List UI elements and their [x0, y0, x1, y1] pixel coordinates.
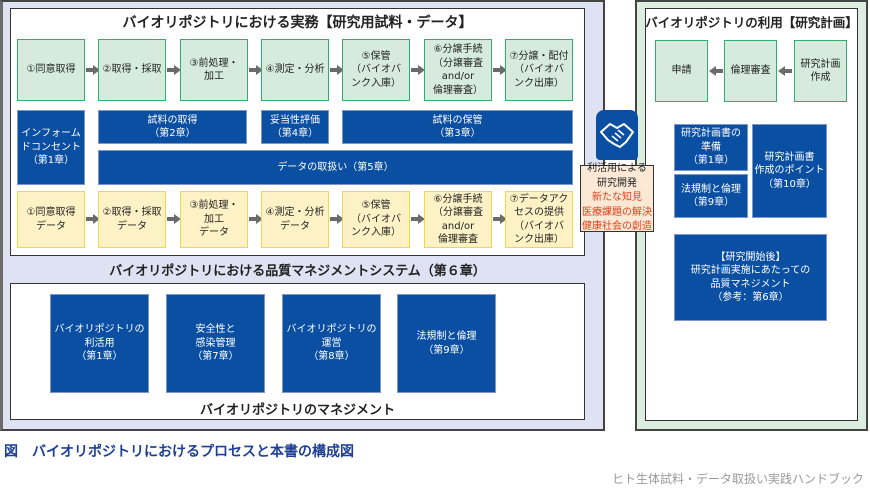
management-operation[interactable]: バイオリポジトリの 運営 （第8章） — [282, 294, 381, 393]
plan-step-application: 申請 — [655, 40, 708, 102]
handshake-icon — [596, 110, 638, 160]
chapter-data-handling[interactable]: データの取扱い（第5章） — [98, 150, 573, 185]
outcome-new-knowledge: 新たな知見 — [592, 192, 642, 204]
data-step-5: ⑤保管 （バイオバ ンク入庫） — [342, 191, 410, 248]
arrow-right-icon — [86, 65, 100, 75]
data-step-7: ⑦データアク セスの提供 （バイオバ ンク出庫） — [505, 191, 573, 248]
qms-title: バイオリポジトリにおける品質マネジメントシステム（第６章） — [109, 264, 486, 279]
source-credit: ヒト生体試料・データ取扱い実践ハンドブック — [611, 472, 864, 486]
management-safety[interactable]: 安全性と 感染管理 （第7章） — [166, 294, 265, 393]
arrow-right-icon — [249, 214, 263, 224]
arrow-right-icon — [411, 214, 425, 224]
plan-step-create-plan: 研究計画 作成 — [794, 40, 847, 102]
sample-step-3: ③前処理・ 加工 — [180, 39, 248, 101]
chapter-plan-points[interactable]: 研究計画書 作成のポイント （第10章） — [752, 124, 827, 218]
data-step-3: ③前処理・ 加工 データ — [180, 191, 248, 248]
data-step-1: ①同意取得 データ — [17, 191, 85, 248]
figure-caption: 図 バイオリポジトリにおけるプロセスと本書の構成図 — [4, 444, 354, 460]
chapter-plan-preparation[interactable]: 研究計画書の 準備 （第1章） — [674, 124, 748, 171]
sample-step-4: ④測定・分析 — [261, 39, 329, 101]
practice-title: バイオリポジトリにおける実務【研究用試料・データ】 — [122, 15, 473, 31]
arrow-right-icon — [330, 214, 344, 224]
chapter-after-start[interactable]: 【研究開始後】 研究計画実施にあたっての 品質マネジメント （参考：第6章） — [674, 234, 827, 321]
chapter-informed-consent[interactable]: インフォーム ドコンセント （第1章） — [17, 110, 85, 185]
data-step-2: ②取得・採取 データ — [98, 191, 166, 248]
arrow-left-icon — [778, 66, 792, 76]
outcome-medical-solution: 医療課題の解決 — [582, 206, 652, 218]
data-step-6: ⑥分譲手続 （分譲審査 and/or 倫理審査 — [424, 191, 492, 248]
chapter-sample-acquisition[interactable]: 試料の取得 （第2章） — [98, 110, 247, 144]
utilization-outcome-box: 利活用による 研究開発 新たな知見 医療課題の解決 健康社会の創造 — [580, 163, 654, 233]
arrow-left-icon — [709, 66, 723, 76]
arrow-right-icon — [411, 65, 425, 75]
arrow-right-icon — [167, 214, 181, 224]
chapter-plan-law-ethics[interactable]: 法規制と倫理 （第9章） — [674, 174, 748, 218]
sample-step-6: ⑥分譲手続 （分譲審査 and/or 倫理審査） — [424, 39, 492, 101]
arrow-right-icon — [167, 65, 181, 75]
sample-step-2: ②取得・採取 — [98, 39, 166, 101]
arrow-right-icon — [86, 214, 100, 224]
data-step-4: ④測定・分析 データ — [261, 191, 329, 248]
sample-step-1: ①同意取得 — [17, 39, 85, 101]
outcome-healthy-society: 健康社会の創造 — [582, 221, 652, 233]
sample-step-5: ⑤保管 （バイオバ ンク入庫） — [342, 39, 410, 101]
sample-step-7: ⑦分譲・配付 （バイオバ ンク出庫） — [505, 39, 573, 101]
research-plan-title: バイオリポジトリの利用【研究計画】 — [645, 15, 858, 30]
arrow-right-icon — [330, 65, 344, 75]
chapter-validity-evaluation[interactable]: 妥当性評価 （第4章） — [261, 110, 329, 144]
outcome-line-1: 利活用による — [587, 163, 647, 175]
management-utilization[interactable]: バイオリポジトリの 利活用 （第1章） — [50, 294, 149, 393]
management-law-ethics[interactable]: 法規制と倫理 （第9章） — [397, 294, 496, 393]
arrow-right-icon — [493, 65, 507, 75]
chapter-sample-storage[interactable]: 試料の保管 （第3章） — [342, 110, 573, 144]
arrow-right-icon — [249, 65, 263, 75]
management-title: バイオリポジトリのマネジメント — [199, 403, 395, 418]
arrow-right-icon — [493, 214, 507, 224]
plan-step-ethics-review: 倫理審査 — [724, 40, 777, 102]
outcome-line-2: 研究開発 — [597, 177, 637, 189]
